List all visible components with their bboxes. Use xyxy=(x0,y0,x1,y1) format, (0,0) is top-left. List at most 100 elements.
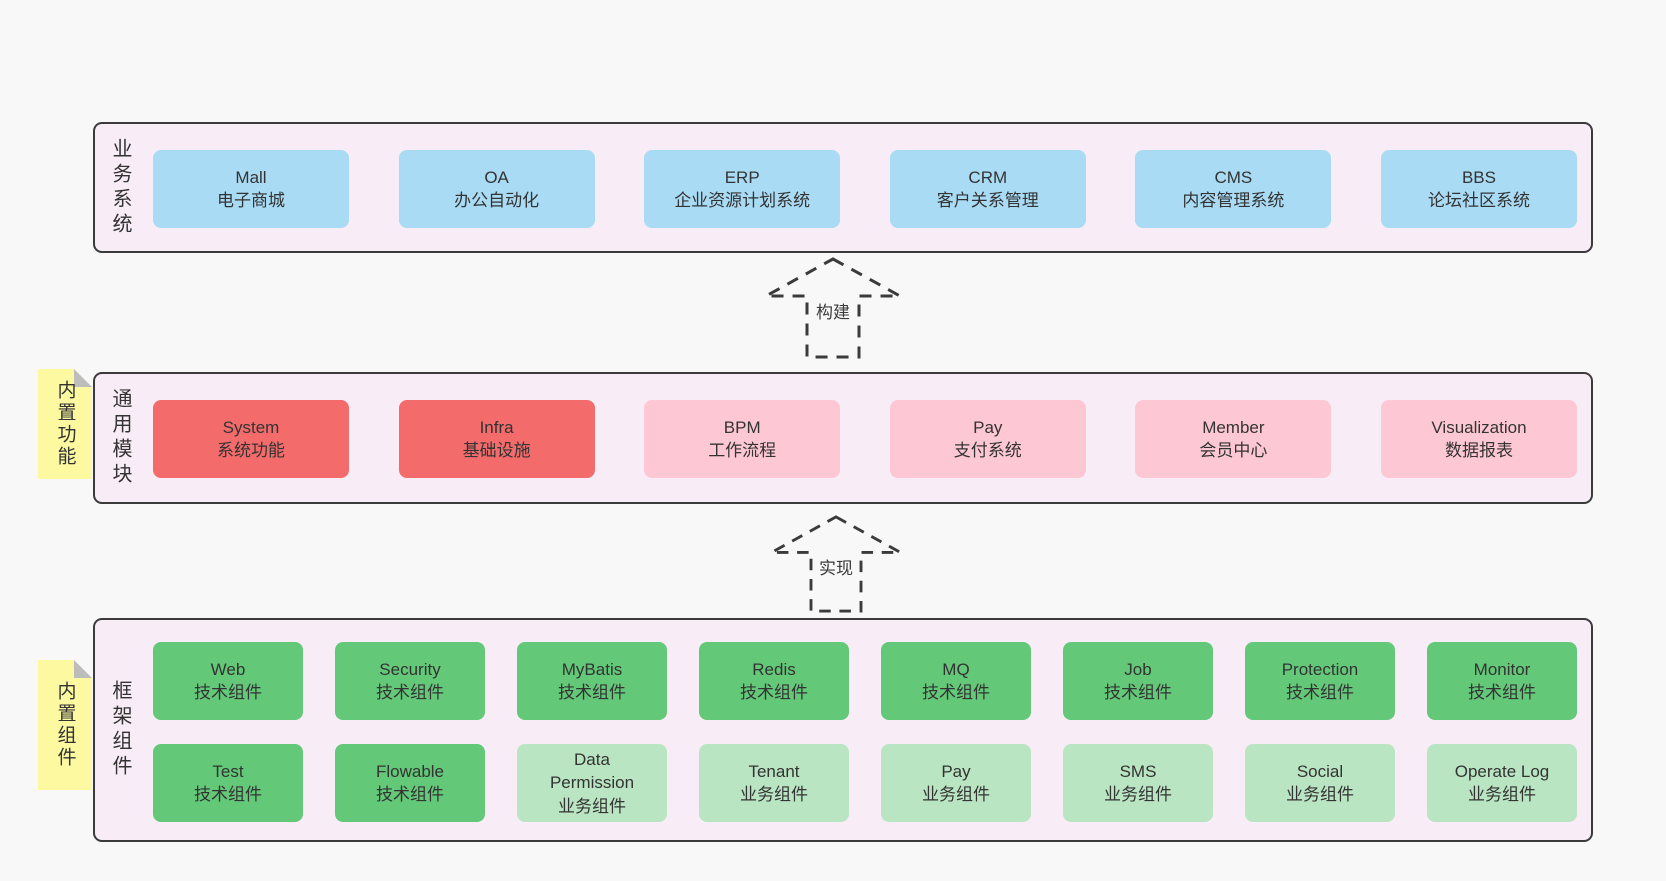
node-mq: MQ 技术组件 xyxy=(881,642,1031,720)
node-title: Infra xyxy=(479,417,514,437)
node-title: Monitor xyxy=(1473,659,1531,679)
node-title: SMS xyxy=(1119,761,1157,781)
node-title: Redis xyxy=(752,659,796,679)
node-security: Security 技术组件 xyxy=(335,642,485,720)
node-member: Member 会员中心 xyxy=(1135,400,1332,478)
node-protection: Protection 技术组件 xyxy=(1245,642,1395,720)
node-subtitle: 业务组件 xyxy=(1104,785,1172,804)
node-title: Pay xyxy=(973,417,1003,437)
dashed-up-arrow-icon xyxy=(765,257,901,359)
node-subtitle: 技术组件 xyxy=(376,683,444,702)
node-subtitle: 基础设施 xyxy=(462,441,531,460)
node-title: Data Permission xyxy=(549,749,635,793)
band-business-systems: 业务系统 Mall 电子商城 OA 办公自动化 ERP 企业资源计划系统 CRM… xyxy=(93,122,1593,253)
node-subtitle: 办公自动化 xyxy=(454,191,540,210)
band-label: 框架组件 xyxy=(109,680,131,780)
node-title: Tenant xyxy=(748,761,800,781)
node-subtitle: 技术组件 xyxy=(740,683,808,702)
components-row-1: Web 技术组件 Security 技术组件 MyBatis 技术组件 Redi… xyxy=(153,642,1577,720)
node-tenant: Tenant 业务组件 xyxy=(699,744,849,822)
node-title: Protection xyxy=(1281,659,1359,679)
node-subtitle: 内容管理系统 xyxy=(1182,191,1285,210)
node-title: MQ xyxy=(942,659,970,679)
node-title: Job xyxy=(1124,659,1152,679)
node-subtitle: 技术组件 xyxy=(194,683,262,702)
node-title: BBS xyxy=(1461,167,1496,187)
node-title: Security xyxy=(379,659,441,679)
node-system: System 系统功能 xyxy=(153,400,349,478)
band-common-modules: 通用模块 System 系统功能 Infra 基础设施 BPM 工作流程 Pay… xyxy=(93,372,1593,504)
node-title: System xyxy=(222,417,280,437)
node-web: Web 技术组件 xyxy=(153,642,303,720)
note-text: 内置组件 xyxy=(54,681,76,769)
business-boxes-row: Mall 电子商城 OA 办公自动化 ERP 企业资源计划系统 CRM 客户关系… xyxy=(153,150,1577,228)
modules-boxes-row: System 系统功能 Infra 基础设施 BPM 工作流程 Pay 支付系统… xyxy=(153,400,1577,478)
node-subtitle: 企业资源计划系统 xyxy=(674,191,811,210)
node-subtitle: 支付系统 xyxy=(953,441,1022,460)
node-bbs: BBS 论坛社区系统 xyxy=(1380,150,1577,228)
implement-arrow: 实现 xyxy=(766,514,906,614)
sticky-note-built-in-components: 内置组件 xyxy=(38,660,92,790)
node-subtitle: 工作流程 xyxy=(708,441,777,460)
node-subtitle: 业务组件 xyxy=(1468,785,1536,804)
node-operate-log: Operate Log 业务组件 xyxy=(1427,744,1577,822)
node-subtitle: 技术组件 xyxy=(1104,683,1172,702)
band-framework-components: 框架组件 Web 技术组件 Security 技术组件 MyBatis 技术组件… xyxy=(93,618,1593,842)
node-visualization: Visualization 数据报表 xyxy=(1380,400,1577,478)
node-title: Social xyxy=(1296,761,1344,781)
node-title: Mall xyxy=(235,167,267,187)
node-title: Visualization xyxy=(1431,417,1527,437)
dashed-up-arrow-icon xyxy=(770,515,902,613)
node-title: Operate Log xyxy=(1454,761,1550,781)
node-sms: SMS 业务组件 xyxy=(1063,744,1213,822)
node-pay-component: Pay 业务组件 xyxy=(881,744,1031,822)
node-mybatis: MyBatis 技术组件 xyxy=(517,642,667,720)
node-monitor: Monitor 技术组件 xyxy=(1427,642,1577,720)
node-subtitle: 数据报表 xyxy=(1444,441,1513,460)
node-subtitle: 业务组件 xyxy=(740,785,808,804)
node-title: ERP xyxy=(724,167,760,187)
node-subtitle: 业务组件 xyxy=(1286,785,1354,804)
node-title: Test xyxy=(212,761,244,781)
node-flowable: Flowable 技术组件 xyxy=(335,744,485,822)
implement-arrow-label: 实现 xyxy=(816,554,856,579)
node-title: Web xyxy=(210,659,246,679)
node-infra: Infra 基础设施 xyxy=(398,400,595,478)
band-label: 业务系统 xyxy=(109,137,131,238)
node-subtitle: 会员中心 xyxy=(1199,441,1268,460)
node-title: BPM xyxy=(723,417,761,437)
node-test: Test 技术组件 xyxy=(153,744,303,822)
node-data-permission: Data Permission 业务组件 xyxy=(517,744,667,822)
node-title: OA xyxy=(484,167,509,187)
node-title: Flowable xyxy=(375,761,445,781)
node-title: Pay xyxy=(941,761,971,781)
node-pay-system: Pay 支付系统 xyxy=(889,400,1086,478)
node-title: MyBatis xyxy=(561,659,623,679)
sticky-note-built-in-functions: 内置功能 xyxy=(38,369,92,479)
node-crm: CRM 客户关系管理 xyxy=(889,150,1086,228)
node-subtitle: 技术组件 xyxy=(1468,683,1536,702)
node-subtitle: 客户关系管理 xyxy=(936,191,1039,210)
node-subtitle: 业务组件 xyxy=(558,796,626,816)
node-oa: OA 办公自动化 xyxy=(398,150,595,228)
build-arrow-label: 构建 xyxy=(813,297,853,323)
node-subtitle: 电子商城 xyxy=(217,191,285,210)
node-title: CRM xyxy=(968,167,1008,187)
node-subtitle: 技术组件 xyxy=(194,785,262,804)
node-subtitle: 技术组件 xyxy=(1286,683,1354,702)
note-text: 内置功能 xyxy=(54,380,76,468)
node-subtitle: 技术组件 xyxy=(558,683,626,702)
node-subtitle: 业务组件 xyxy=(922,785,990,804)
node-cms: CMS 内容管理系统 xyxy=(1135,150,1332,228)
node-redis: Redis 技术组件 xyxy=(699,642,849,720)
node-erp: ERP 企业资源计划系统 xyxy=(644,150,841,228)
node-mall: Mall 电子商城 xyxy=(153,150,349,228)
node-subtitle: 技术组件 xyxy=(376,785,444,804)
node-subtitle: 系统功能 xyxy=(217,441,285,460)
node-subtitle: 论坛社区系统 xyxy=(1427,191,1530,210)
node-social: Social 业务组件 xyxy=(1245,744,1395,822)
node-title: CMS xyxy=(1214,167,1253,187)
band-label: 通用模块 xyxy=(109,388,131,488)
node-subtitle: 技术组件 xyxy=(922,683,990,702)
node-job: Job 技术组件 xyxy=(1063,642,1213,720)
